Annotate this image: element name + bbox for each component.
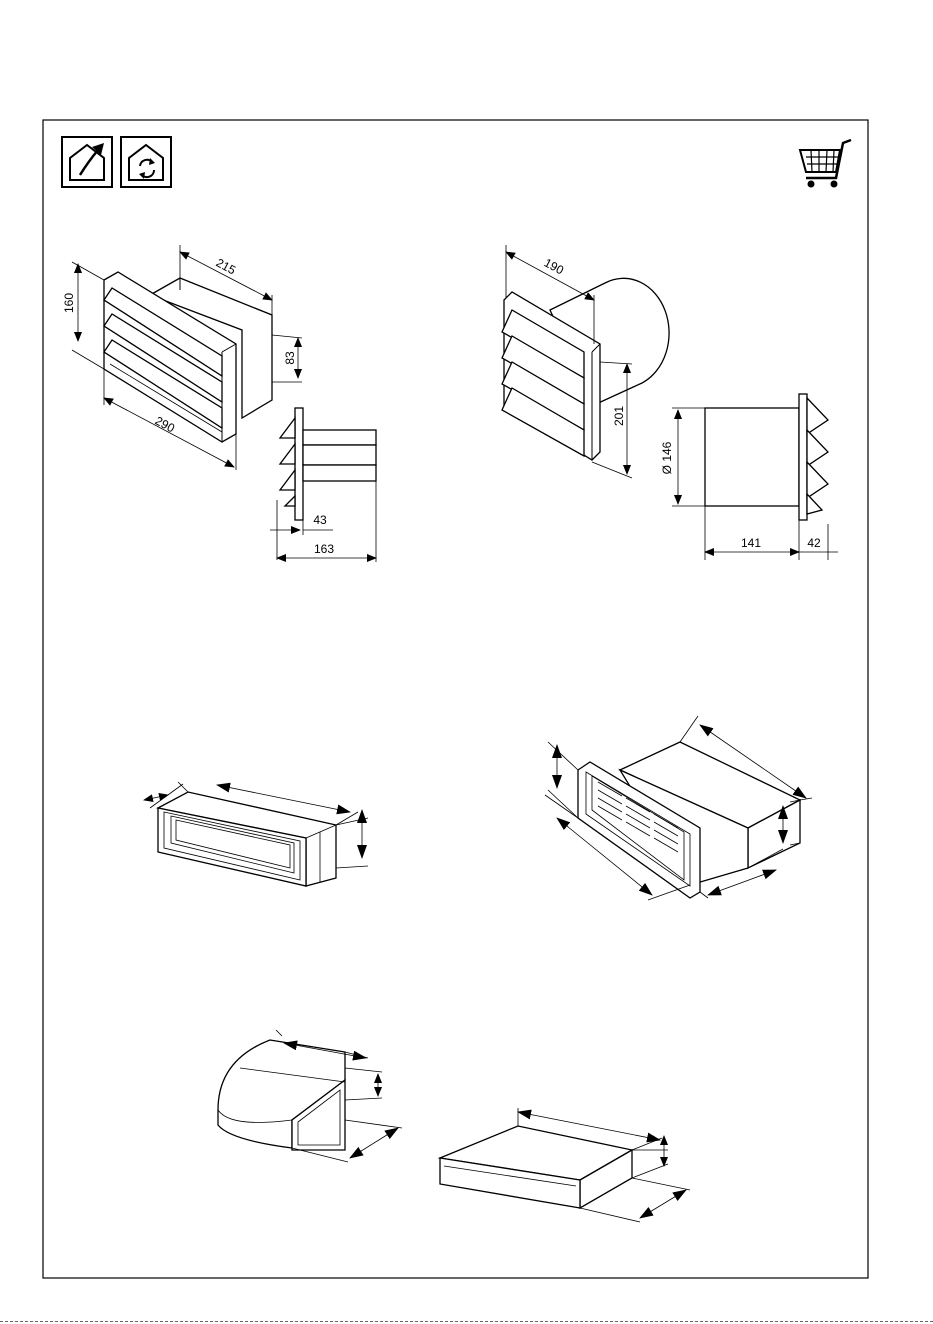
dim-diameter-label: Ø 146	[660, 441, 674, 474]
dim-depth-label: 215	[214, 256, 239, 278]
dim-height-label: 160	[62, 293, 76, 313]
dim-side-depth-label: 43	[313, 513, 327, 527]
dim-duct-height-label: 83	[283, 351, 297, 365]
dim-width-label: 290	[153, 414, 178, 436]
house-extraction-icon	[62, 137, 112, 187]
figure-flat-bend	[218, 1030, 402, 1162]
dim-side-length-label: 163	[314, 542, 334, 556]
figure-round-wall-grille: 190 201	[502, 245, 669, 478]
figure-flat-duct-connector	[144, 782, 368, 886]
figure-flat-duct	[440, 1108, 690, 1222]
figure-rect-wall-grille: 215 160 83 290	[62, 245, 302, 470]
figure-grille-box	[545, 716, 812, 900]
shopping-cart-icon	[800, 140, 851, 188]
dim-flap-depth-label: 42	[807, 536, 821, 550]
dim-round-height-label: 201	[612, 406, 626, 426]
house-recirculation-icon	[121, 137, 171, 187]
dim-round-depth-label: 190	[542, 256, 567, 278]
figure-rect-grille-side-view: 43 163	[270, 408, 376, 562]
dim-round-length-label: 141	[741, 536, 761, 550]
figure-round-grille-side-view: Ø 146 141 42	[660, 394, 838, 560]
page-bottom-rule	[0, 1321, 933, 1322]
